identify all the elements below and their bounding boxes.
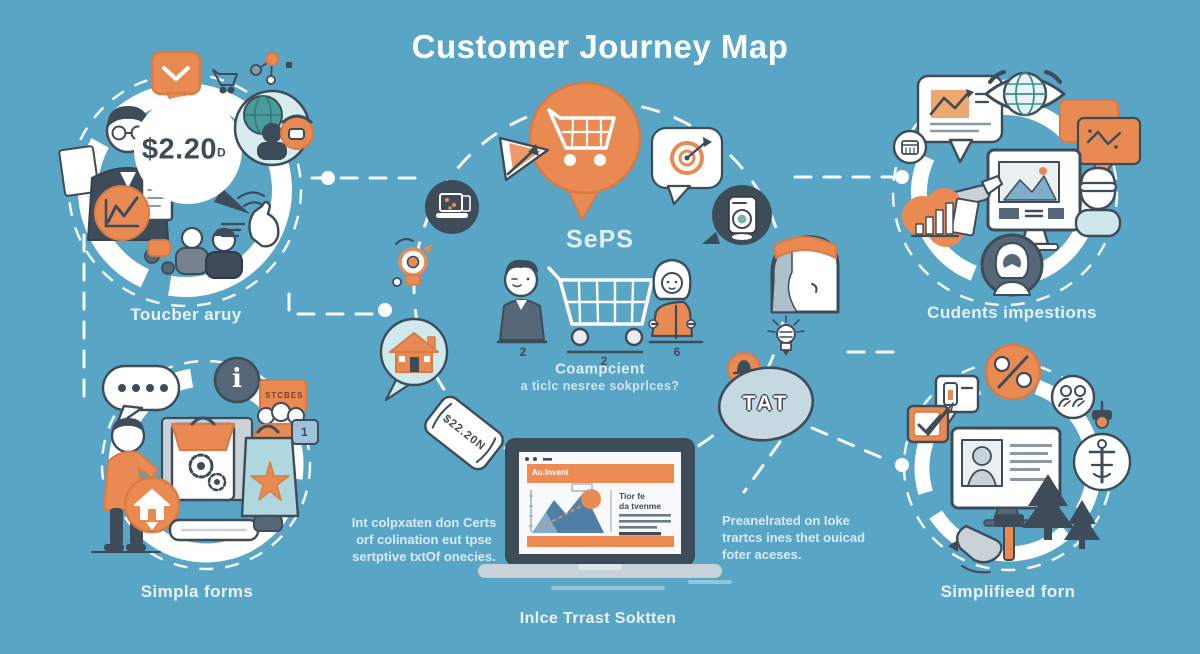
- connector-nodes: [321, 170, 909, 472]
- figure-count-1: 2: [519, 345, 527, 359]
- laptop-header-text: Au.lnvent: [532, 468, 569, 477]
- home-bubble-icon: [379, 317, 449, 402]
- pine-trees-icon: [1022, 474, 1100, 549]
- hammer-hand-icon: [948, 514, 1024, 574]
- gear-bag-icon: [160, 416, 254, 502]
- target-bubble-icon: [650, 126, 724, 206]
- price-speech-bubble: [134, 96, 250, 214]
- network-nodes-icon: [250, 52, 292, 85]
- info-glyph: i: [232, 363, 242, 394]
- note-left: Int colpxaten don Certs orf colination e…: [352, 514, 496, 565]
- pump-tool-icon: [1092, 400, 1112, 429]
- bolt-chip-icon: [1072, 432, 1132, 492]
- cluster-bottom-left: [91, 356, 319, 553]
- bottom-left-label: Simpla forms: [140, 582, 254, 601]
- price-suffix: D: [216, 145, 227, 160]
- eye-globe-icon: [984, 70, 1066, 117]
- star-tote-icon: [240, 424, 300, 518]
- coupon-badge-text: STCBES: [265, 391, 304, 400]
- note-left-line1: Int colpxaten don Certs: [351, 515, 497, 530]
- center-caption-line2: a ticlc nesree sokprlces?: [520, 379, 680, 393]
- laptop-panel-line1: Tior fe: [619, 491, 645, 501]
- tap-hand-icon: [216, 191, 280, 248]
- chart-bubble-icon: [916, 74, 1004, 164]
- page-title: Customer Journey Map: [411, 28, 789, 65]
- idea-bulb-icon: [392, 238, 433, 287]
- globe-headset-icon: [233, 89, 314, 167]
- tray-icon: [168, 515, 283, 542]
- cluster-top-left: [58, 50, 314, 279]
- note-right: Preanelrated on Ioke trartcs ines thet o…: [722, 512, 865, 563]
- price-tag: [424, 395, 504, 471]
- laptop-device-icon: [478, 438, 722, 578]
- connector-lines: [82, 175, 900, 494]
- bl-orbit: [100, 359, 312, 571]
- buyer-icon: [496, 259, 548, 344]
- center-caption-line1: Coampcient: [555, 360, 645, 378]
- laptop-panel-line2: da tvenme: [619, 501, 662, 511]
- figure-count-3: 6: [673, 345, 681, 359]
- laptop-chip-icon: [425, 180, 479, 234]
- coupon-badge-number: 1: [301, 425, 308, 439]
- team-desk-icon: [144, 226, 243, 279]
- hat-person-icon: [1074, 166, 1122, 238]
- tat-blob: [717, 352, 815, 442]
- top-left-label: Toucber aruy: [130, 305, 242, 324]
- profile-head-icon: [770, 235, 840, 314]
- note-right-line1: Preanelrated on Ioke: [722, 513, 850, 528]
- coupon-people-icon: [251, 379, 319, 445]
- bottom-right-label: Simplifieed forn: [940, 582, 1076, 601]
- info-icon: [213, 356, 261, 404]
- price-amount: $2.20: [141, 133, 217, 166]
- spark-bulb-icon: [767, 315, 805, 356]
- note-right-line2: trartcs ines thet ouicad: [722, 530, 866, 545]
- laptop-label: Inlce Trrast Soktten: [519, 610, 677, 627]
- big-cart-icon: [547, 266, 654, 354]
- checkbox-icon: [906, 402, 954, 444]
- note-right-line3: foter aceses.: [722, 547, 802, 562]
- figure-count-2: 2: [600, 354, 608, 368]
- chat-pair-icon: [1059, 99, 1142, 181]
- percent-icon: [984, 343, 1042, 401]
- calendar-chip-icon: [892, 129, 928, 165]
- line-chart-icon: [94, 185, 150, 241]
- cluster-center: [379, 81, 840, 471]
- cluster-top-right: [892, 70, 1142, 297]
- house-circle-icon: [123, 476, 181, 534]
- people-chip-icon: [1050, 374, 1096, 420]
- washer-bubble-icon: [702, 185, 772, 245]
- flag-arrow-icon: [498, 136, 550, 182]
- bar-chart-blob-icon: [902, 188, 980, 247]
- note-left-line2: orf colination eut tpse: [356, 532, 492, 547]
- mini-cart-icon: [212, 69, 238, 94]
- note-left-line3: sertptive txtOf onecies.: [352, 549, 496, 564]
- price-bubble-text: $2.20D: [142, 134, 226, 167]
- ground-lines: [551, 580, 732, 590]
- avatar-chip-icon: [980, 233, 1044, 297]
- cart-bubble-icon: [528, 81, 642, 221]
- top-right-label: Cudents impestions: [927, 303, 1097, 322]
- customer-icon: [648, 258, 704, 344]
- cluster-bottom-right: [906, 343, 1132, 574]
- tat-text: TAT: [742, 392, 790, 415]
- center-heading: SePS: [566, 225, 634, 254]
